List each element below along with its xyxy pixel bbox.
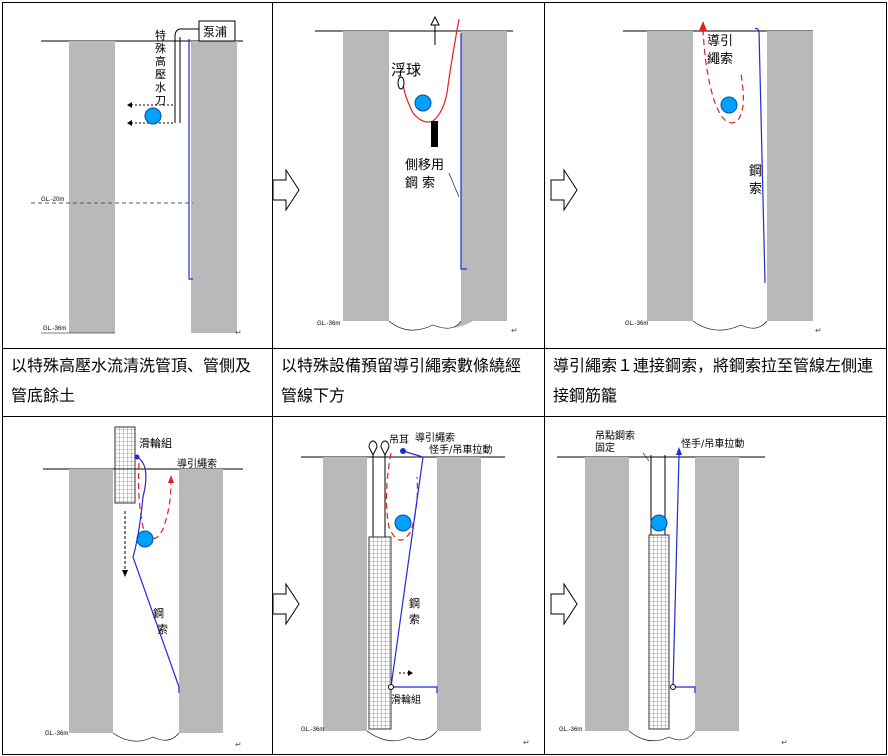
guide-label: 導引繩索 — [415, 431, 455, 444]
gl-36-label: GL.-36m — [301, 727, 324, 733]
soil-wall-right — [437, 457, 481, 731]
nozzle-label: 特 殊 高 壓 水 刀 — [155, 28, 170, 107]
rebar-cage — [648, 534, 670, 730]
steel-label: 鋼 索 — [153, 606, 168, 636]
cable-label: 側移用 鋼 索 — [405, 158, 448, 191]
pipe-cross-section — [136, 530, 154, 548]
soil-wall-left — [69, 469, 113, 733]
pipe-cross-section — [650, 514, 668, 532]
caption-1: 以特殊高壓水流清洗管頂、管側及管底餘土 — [11, 356, 252, 405]
panel-5-cell: GL.-36m 吊耳 導引繩索 怪手/吊車拉動 鋼 索 — [272, 416, 545, 755]
soil-wall-left — [69, 41, 115, 333]
panel-2-figure: GL.-36m 浮球 側移用 鋼 索 ↵ — [315, 15, 518, 335]
hang-label: 吊點鋼索 固定 — [595, 429, 638, 454]
float-label: 浮球 — [391, 61, 421, 79]
caption-1-cell: 以特殊高壓水流清洗管頂、管側及管底餘土 — [2, 348, 273, 417]
rebar-cage — [368, 536, 392, 730]
guide-label: 導引 繩索 — [707, 34, 737, 67]
panel-5-figure: GL.-36m 吊耳 導引繩索 怪手/吊車拉動 鋼 索 — [301, 431, 530, 747]
steel-label: 鋼 索 — [409, 596, 424, 626]
soil-wall-right — [695, 457, 739, 731]
panel-4-cell: GL.-36m 滑輪組 導引繩索 鋼 索 ↵ — [2, 416, 273, 755]
pipe-cross-section — [394, 514, 412, 532]
caption-2-cell: 以特殊設備預留導引繩索數條繞經管線下方 — [272, 348, 545, 417]
gl-36-label: GL.-36m — [45, 731, 68, 737]
pipe-cross-section — [144, 107, 162, 125]
paragraph-mark: ↵ — [815, 326, 822, 335]
soil-wall-right — [191, 41, 237, 333]
gl-36-label: GL.-36m — [43, 326, 66, 332]
crane-label: 怪手/吊車拉動 — [429, 443, 492, 456]
panel-6-cell: GL.-36m 吊點鋼索 固定 怪手/吊車拉動 ↵ — [544, 416, 887, 755]
caption-3-cell: 導引繩索１連接鋼索，將鋼索拉至管線左側連接鋼筋籠 — [544, 348, 887, 417]
panel-4-figure: GL.-36m 滑輪組 導引繩索 鋼 索 ↵ — [43, 426, 243, 749]
arrow-5-6 — [550, 582, 578, 626]
paragraph-mark: ↵ — [235, 328, 242, 337]
pump-label: 泵浦 — [203, 25, 227, 39]
paragraph-mark: ↵ — [235, 740, 242, 749]
arrow-1-2 — [272, 168, 300, 212]
panel-1-figure: GL.-20m GL.-36m 泵浦 特 殊 高 壓 水 刀 — [31, 20, 243, 337]
arrow-4-5 — [272, 582, 300, 626]
pipe-cross-section — [414, 94, 432, 112]
pump-box — [198, 20, 236, 42]
panel-6-figure: GL.-36m 吊點鋼索 固定 怪手/吊車拉動 ↵ — [557, 429, 788, 747]
pulley-label: 滑輪組 — [139, 436, 172, 450]
soil-wall-right — [179, 469, 223, 733]
gl-36-label: GL.-36m — [625, 321, 648, 327]
soil-wall-left — [323, 457, 367, 731]
rebar-cage — [114, 426, 136, 504]
panel-3-figure: GL.-36m 導引 繩索 鋼 索 ↵ — [623, 21, 822, 335]
pulley-label: 滑輪組 — [391, 693, 421, 706]
paragraph-mark: ↵ — [511, 326, 518, 335]
paragraph-mark: ↵ — [523, 738, 530, 747]
gl-20-label: GL.-20m — [41, 197, 64, 203]
caption-2: 以特殊設備預留導引繩索數條繞經管線下方 — [281, 356, 522, 405]
gl-36-label: GL.-36m — [559, 727, 582, 733]
soil-ground — [647, 31, 813, 331]
lug-label: 吊耳 — [389, 434, 409, 446]
panel-2-cell: GL.-36m 浮球 側移用 鋼 索 ↵ — [272, 2, 545, 349]
gl-36-label: GL.-36m — [317, 321, 340, 327]
device-block — [431, 121, 438, 147]
caption-3: 導引繩索１連接鋼索，將鋼索拉至管線左側連接鋼筋籠 — [553, 356, 874, 405]
soil-ground — [343, 31, 507, 331]
pipe-cross-section — [720, 96, 738, 114]
paragraph-mark: ↵ — [781, 738, 788, 747]
panel-1-cell: GL.-20m GL.-36m 泵浦 特 殊 高 壓 水 刀 — [2, 2, 273, 349]
soil-wall-left — [585, 457, 629, 731]
steel-label: 鋼 索 — [749, 164, 766, 197]
panel-3-cell: GL.-36m 導引 繩索 鋼 索 ↵ — [544, 2, 887, 349]
guide-label: 導引繩索 — [177, 457, 217, 470]
crane-label: 怪手/吊車拉動 — [681, 437, 744, 450]
arrow-2-3 — [550, 168, 578, 212]
